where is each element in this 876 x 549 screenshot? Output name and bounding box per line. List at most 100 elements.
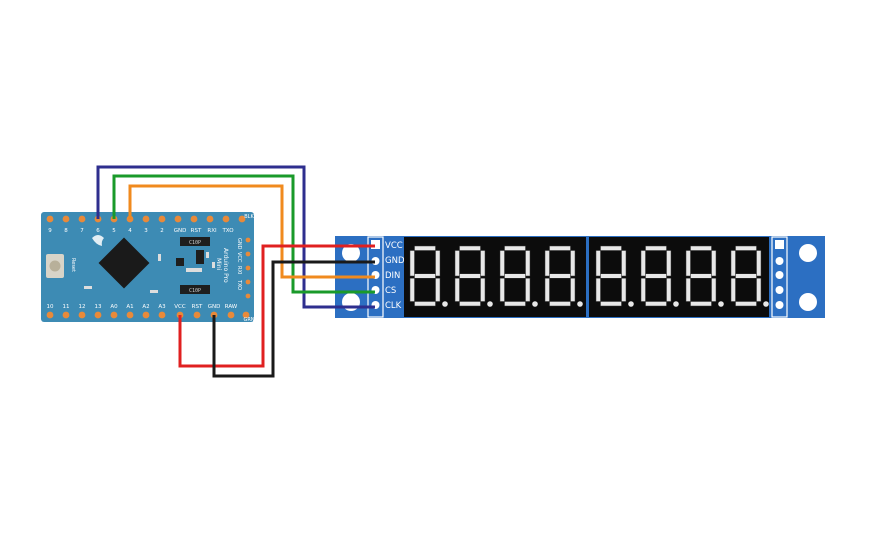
pin-label-vcc: VCC <box>385 241 403 251</box>
segment <box>409 250 415 277</box>
pin-pad <box>775 286 784 294</box>
segment <box>711 250 717 277</box>
pin-label: 4 <box>128 228 132 234</box>
chip-label: C10P <box>189 240 201 246</box>
segment <box>414 301 436 307</box>
pad <box>142 215 150 223</box>
decimal-point <box>718 301 724 307</box>
segment <box>480 278 486 302</box>
decimal-point <box>628 301 634 307</box>
wire-clk <box>96 165 375 309</box>
pin-pad <box>775 271 784 279</box>
pin-label: 13 <box>95 304 102 310</box>
pad <box>222 215 230 223</box>
pad <box>62 311 70 319</box>
board-logo-icon <box>92 235 104 246</box>
decimal-point <box>442 301 448 307</box>
pad <box>158 215 166 223</box>
segment <box>690 245 712 251</box>
reset-label: Reset <box>70 258 76 272</box>
arduino-pro-mini-board: 9 8 7 6 5 4 3 2 GND RST RXI TXO BLK <box>41 212 255 323</box>
wire-cs <box>112 174 375 294</box>
segment <box>756 250 762 277</box>
segment <box>544 250 550 277</box>
pin-label: 7 <box>80 228 84 234</box>
seven-segment-digit <box>409 245 448 307</box>
pin-label: RST <box>192 304 203 310</box>
segment <box>454 278 460 302</box>
output-header <box>771 236 788 318</box>
pin-label: 6 <box>96 228 100 234</box>
decimal-point <box>673 301 679 307</box>
segment <box>645 273 667 279</box>
segment <box>459 301 481 307</box>
component <box>158 254 161 261</box>
crystal <box>180 237 210 246</box>
model-text: Arduino Pro <box>222 248 229 283</box>
segment <box>690 273 712 279</box>
segment <box>499 278 505 302</box>
pin-label-blk: BLK <box>244 214 254 220</box>
chip-label: C10P <box>189 288 201 294</box>
pin-label: RXI <box>236 266 242 274</box>
max7219-display-module: VCC GND DIN CS CLK <box>335 236 825 318</box>
seven-segment-digit <box>499 245 538 307</box>
component <box>196 250 204 264</box>
pin-label: A1 <box>126 304 133 310</box>
reset-button-cap <box>49 260 61 272</box>
segment <box>435 250 441 277</box>
component <box>206 252 209 258</box>
pad <box>78 311 86 319</box>
pad <box>62 215 70 223</box>
pad <box>245 251 251 257</box>
pin-label: GND <box>208 304 221 310</box>
segment <box>595 250 601 277</box>
decimal-point <box>577 301 583 307</box>
pin-label: TXO <box>236 279 242 290</box>
model-text: Mini <box>215 258 222 271</box>
pad <box>245 293 251 299</box>
segment <box>621 278 627 302</box>
segment <box>549 301 571 307</box>
pin-label: RST <box>191 228 202 234</box>
pin-label: 12 <box>79 304 86 310</box>
segment <box>685 278 691 302</box>
pin-label: RAW <box>225 304 238 310</box>
pin-label: 10 <box>47 304 54 310</box>
component <box>176 258 184 266</box>
pad <box>206 215 214 223</box>
segment <box>600 245 622 251</box>
wire-din <box>128 184 375 279</box>
segment <box>735 273 757 279</box>
segment <box>549 245 571 251</box>
seven-segment-digit <box>730 245 769 307</box>
pad <box>110 311 118 319</box>
pad <box>94 311 102 319</box>
segment <box>645 245 667 251</box>
wires <box>96 165 375 378</box>
pad <box>46 311 54 319</box>
decimal-point <box>532 301 538 307</box>
pad <box>174 215 182 223</box>
segment <box>640 278 646 302</box>
pad <box>142 311 150 319</box>
pin-pad <box>775 257 784 265</box>
pad <box>46 215 54 223</box>
segment <box>685 250 691 277</box>
segment <box>459 273 481 279</box>
right-pin-labels: GND VCC RXI TXO <box>236 238 242 290</box>
segment <box>600 301 622 307</box>
pad <box>193 311 201 319</box>
component <box>84 286 92 289</box>
segment <box>645 301 667 307</box>
pad <box>78 215 86 223</box>
pad <box>245 265 251 271</box>
wire-gnd <box>212 260 375 378</box>
mounting-hole <box>799 293 817 311</box>
top-pin-labels: 9 8 7 6 5 4 3 2 GND RST RXI TXO <box>48 228 234 234</box>
segment <box>711 278 717 302</box>
segment <box>570 278 576 302</box>
segment <box>600 273 622 279</box>
pad <box>238 215 246 223</box>
pin-label: VCC <box>174 304 186 310</box>
